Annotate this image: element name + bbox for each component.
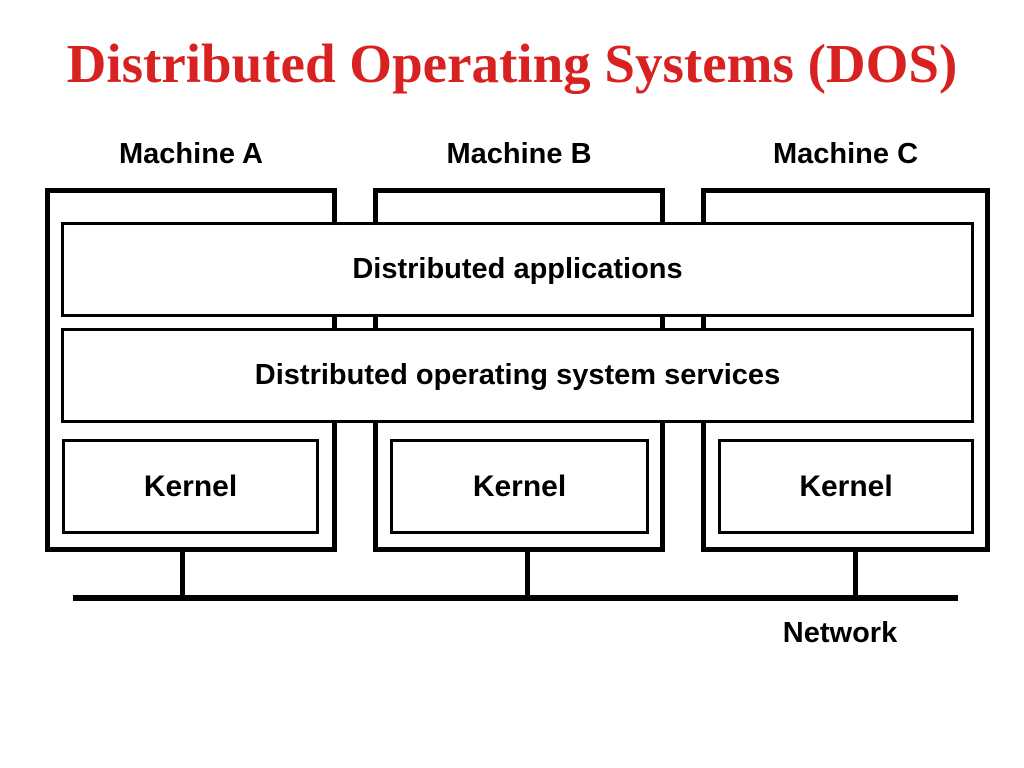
distributed-os-services-label: Distributed operating system services <box>254 359 781 391</box>
kernel-c-box: Kernel <box>718 439 974 534</box>
machine-b-label: Machine B <box>446 138 592 170</box>
distributed-applications-box: Distributed applications <box>61 222 974 317</box>
kernel-b-box: Kernel <box>390 439 649 534</box>
machine-b-network-connector <box>525 550 530 598</box>
network-label: Network <box>782 617 898 649</box>
network-bus-line <box>73 595 958 601</box>
page-title: Distributed Operating Systems (DOS) <box>66 33 958 94</box>
kernel-c-label: Kernel <box>799 469 893 503</box>
distributed-applications-label: Distributed applications <box>352 253 683 285</box>
machine-c-network-connector <box>853 550 858 598</box>
kernel-a-label: Kernel <box>143 469 238 503</box>
kernel-b-label: Kernel <box>472 469 567 503</box>
machine-a-network-connector <box>180 550 185 598</box>
machine-a-label: Machine A <box>119 138 263 170</box>
kernel-a-box: Kernel <box>62 439 319 534</box>
machine-c-label: Machine C <box>772 138 919 170</box>
distributed-os-services-box: Distributed operating system services <box>61 328 974 423</box>
